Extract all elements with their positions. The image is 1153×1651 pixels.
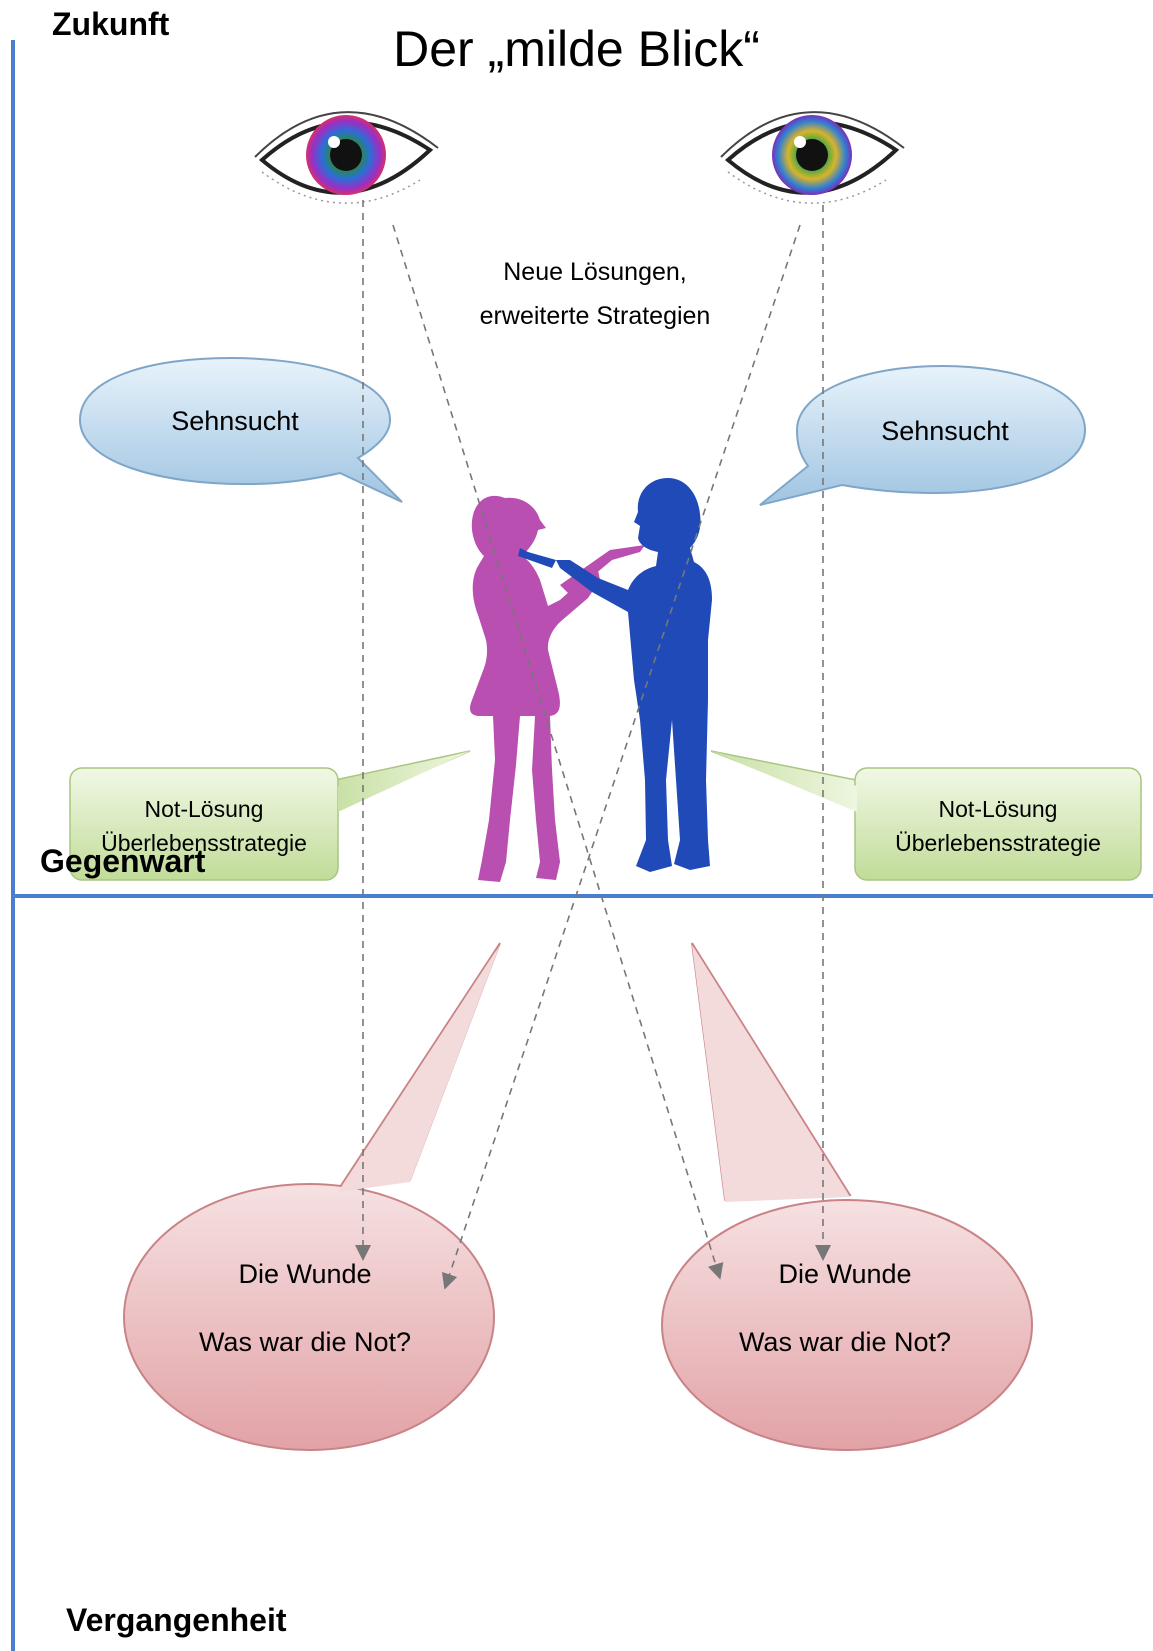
gaze-arrows bbox=[355, 200, 831, 1290]
left-eye-icon bbox=[254, 111, 439, 204]
new-solutions-line2: erweiterte Strategien bbox=[479, 302, 711, 330]
right-longing-bubble bbox=[759, 364, 1087, 506]
left-wound-question: Was war die Not? bbox=[198, 1327, 412, 1357]
diagram-title: Der „milde Blick“ bbox=[393, 21, 760, 77]
past-label: Vergangenheit bbox=[66, 1602, 287, 1638]
left-longing-label: Sehnsucht bbox=[171, 406, 299, 436]
left-emergency-bubble bbox=[69, 750, 471, 881]
right-wound-bubble bbox=[661, 942, 1033, 1451]
left-longing-bubble bbox=[78, 356, 403, 503]
new-solutions-note: Neue Lösungen, erweiterte Strategien bbox=[430, 250, 760, 338]
right-emergency-bubble bbox=[710, 750, 1142, 881]
new-solutions-line1: Neue Lösungen, bbox=[503, 258, 687, 286]
right-wound-label: Die Wunde bbox=[778, 1259, 912, 1289]
future-label: Zukunft bbox=[52, 6, 170, 42]
right-longing-label: Sehnsucht bbox=[881, 416, 1009, 446]
left-wound-label: Die Wunde bbox=[238, 1259, 372, 1289]
right-emergency-line1: Not-Lösung bbox=[938, 796, 1058, 822]
right-emergency-text: Not-Lösung Überlebensstrategie bbox=[855, 792, 1141, 860]
man-silhouette bbox=[518, 478, 712, 872]
right-wound-question: Was war die Not? bbox=[738, 1327, 952, 1357]
left-emergency-text: Not-Lösung Überlebensstrategie bbox=[70, 792, 338, 860]
woman-silhouette bbox=[470, 495, 645, 882]
right-eye-arrow-to-left-wound bbox=[441, 224, 801, 1290]
right-eye-icon bbox=[720, 111, 905, 204]
present-label: Gegenwart bbox=[40, 843, 206, 879]
left-emergency-line2: Überlebensstrategie bbox=[101, 830, 307, 856]
left-wound-bubble bbox=[123, 942, 501, 1451]
right-emergency-line2: Überlebensstrategie bbox=[895, 830, 1101, 856]
left-eye-arrow-to-right-wound bbox=[392, 224, 724, 1280]
left-emergency-line1: Not-Lösung bbox=[144, 796, 264, 822]
